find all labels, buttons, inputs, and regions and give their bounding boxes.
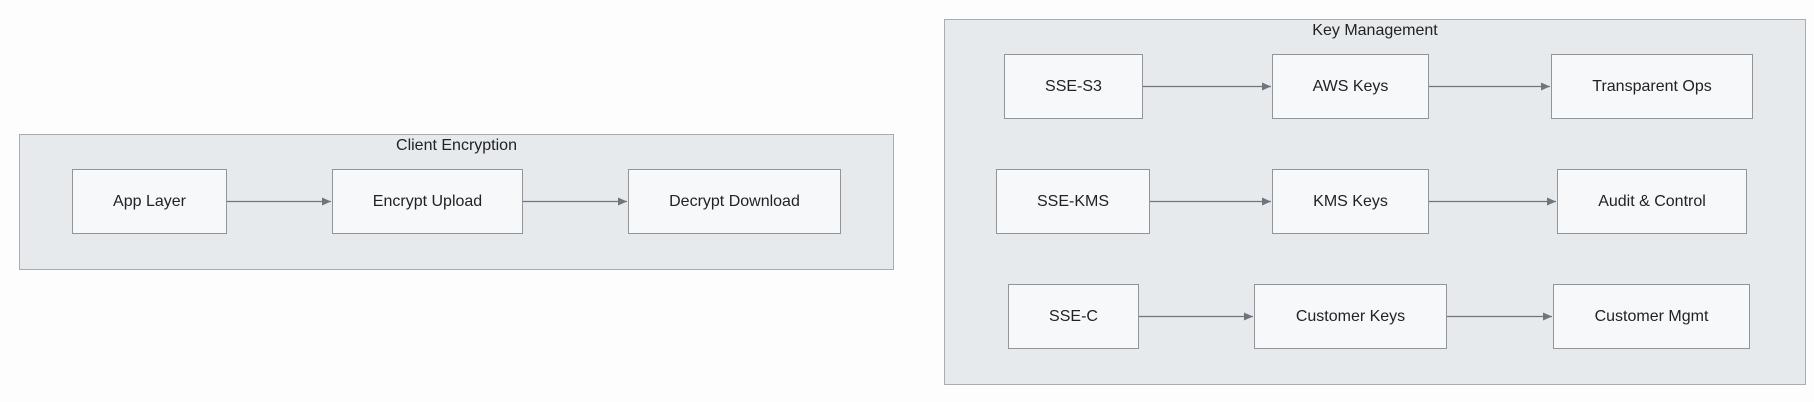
node-decrypt-download: Decrypt Download xyxy=(628,169,841,234)
node-sse-c: SSE-C xyxy=(1008,284,1139,349)
node-audit-control: Audit & Control xyxy=(1557,169,1747,234)
node-transparent-ops: Transparent Ops xyxy=(1551,54,1753,119)
node-encrypt-upload: Encrypt Upload xyxy=(332,169,523,234)
client-encryption-title: Client Encryption xyxy=(396,137,517,154)
node-sse-kms: SSE-KMS xyxy=(996,169,1150,234)
key-management-title: Key Management xyxy=(1312,22,1438,39)
node-kms-keys: KMS Keys xyxy=(1272,169,1429,234)
node-customer-keys: Customer Keys xyxy=(1254,284,1447,349)
node-sse-s3: SSE-S3 xyxy=(1004,54,1143,119)
node-app-layer: App Layer xyxy=(72,169,227,234)
node-aws-keys: AWS Keys xyxy=(1272,54,1429,119)
node-customer-mgmt: Customer Mgmt xyxy=(1553,284,1750,349)
